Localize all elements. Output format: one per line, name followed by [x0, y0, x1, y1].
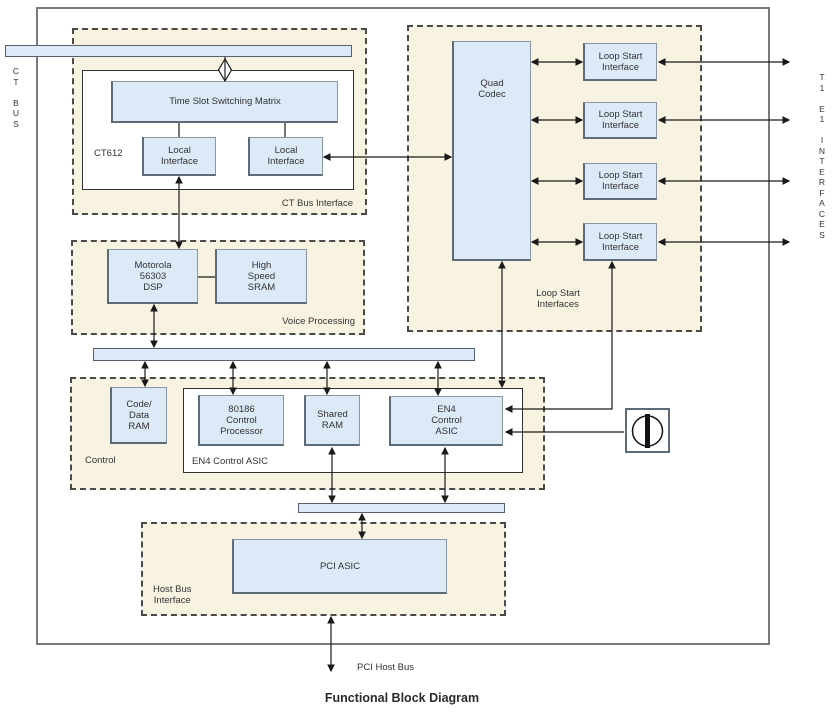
block-loop-start-interface-2: Loop Start Interface [583, 102, 657, 139]
en4-control-asic-group-label: EN4 Control ASIC [192, 456, 269, 467]
block-shared-ram: Shared RAM [304, 395, 360, 446]
diagram-title: Functional Block Diagram [324, 691, 480, 705]
section-label-voice-processing: Voice Processing [282, 316, 355, 327]
section-label-host-bus-interface: Host Bus Interface [153, 584, 192, 606]
section-label-loop-start-interfaces: Loop Start Interfaces [536, 288, 580, 310]
block-code-data-ram: Code/ Data RAM [110, 387, 167, 444]
block-en4-control-asic: EN4 Control ASIC [389, 396, 503, 446]
section-label-ct-bus-interface: CT Bus Interface [281, 198, 353, 209]
block-local-interface-1: Local Interface [142, 137, 216, 176]
block-pci-asic: PCI ASIC [232, 539, 447, 594]
block-loop-start-interface-4: Loop Start Interface [583, 223, 657, 261]
section-label-control: Control [85, 455, 116, 466]
block-quad-codec: Quad Codec [452, 41, 531, 261]
t1-e1-interfaces-label: T 1 E 1 I N T E R F A C E S [818, 72, 826, 240]
ct612-chip-label: CT612 [94, 148, 123, 159]
ct-bus-label: C T B U S [12, 66, 20, 129]
clock-oscillator-icon [625, 408, 670, 453]
block-time-slot-switching-matrix: Time Slot Switching Matrix [111, 81, 338, 123]
host-bridge-bus-bar [298, 503, 505, 513]
block-loop-start-interface-3: Loop Start Interface [583, 163, 657, 200]
pci-host-bus-label: PCI Host Bus [357, 662, 415, 673]
local-system-bus-bar [93, 348, 475, 361]
block-local-interface-2: Local Interface [248, 137, 323, 176]
ct-bus-bar [5, 45, 352, 57]
block-motorola-56303-dsp: Motorola 56303 DSP [107, 249, 198, 304]
block-80186-control-processor: 80186 Control Processor [198, 395, 284, 446]
block-loop-start-interface-1: Loop Start Interface [583, 43, 657, 81]
clock-oscillator-glyph [631, 414, 664, 448]
block-high-speed-sram: High Speed SRAM [215, 249, 307, 304]
